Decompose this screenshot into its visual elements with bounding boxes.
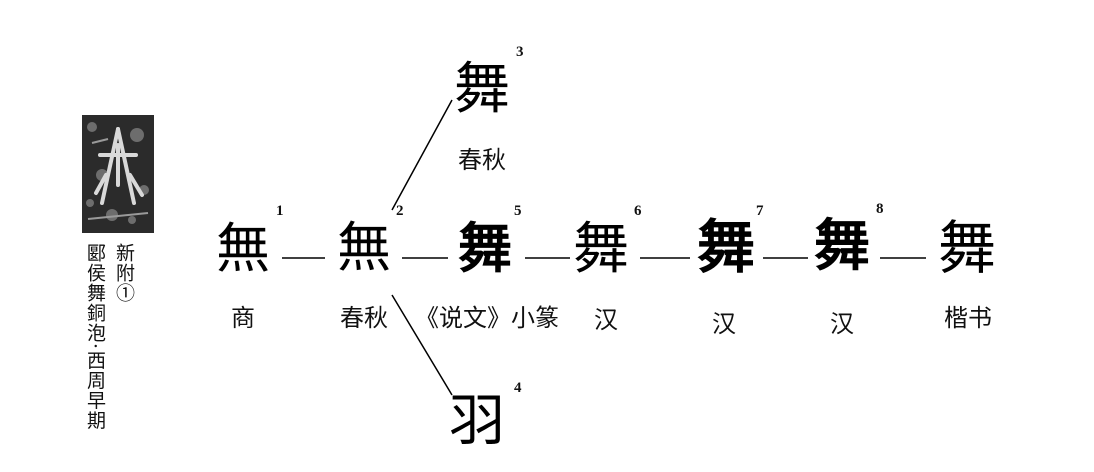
form-number-1: 1: [276, 203, 284, 219]
form-number-2: 2: [396, 203, 404, 219]
form-label-9: 楷书: [944, 304, 992, 332]
glyph-form-7: 舞: [696, 213, 755, 281]
form-number-8: 8: [876, 201, 884, 217]
form-label-1: 商: [231, 304, 255, 332]
glyph-form-5: 舞: [458, 216, 512, 280]
form-label-2: 春秋: [340, 304, 388, 332]
glyph-form-2: 無: [337, 215, 391, 279]
form-number-6: 6: [634, 203, 642, 219]
glyph-form-4: 羽: [449, 388, 505, 454]
form-label-3: 春秋: [458, 146, 506, 174]
glyph-form-1: 無: [216, 216, 270, 280]
form-number-3: 3: [516, 44, 524, 60]
glyph-form-6: 舞: [573, 216, 629, 282]
glyph-form-8: 舞: [814, 213, 870, 279]
form-number-5: 5: [514, 203, 522, 219]
form-label-8: 汉: [830, 310, 854, 338]
form-label-5: 《说文》小篆: [415, 304, 559, 332]
form-label-7: 汉: [712, 310, 736, 338]
form-label-6: 汉: [594, 306, 618, 334]
new-annex-marker: 新附①: [113, 243, 135, 303]
glyph-form-9: 舞: [937, 214, 996, 282]
glyph-form-3: 舞: [454, 56, 510, 122]
form-number-7: 7: [756, 203, 764, 219]
form-number-4: 4: [514, 380, 522, 396]
bronze-rubbing-image: [82, 115, 154, 233]
rubbing-caption: 郾侯舞銅泡·西周早期: [84, 243, 106, 431]
connector-2-4: [391, 294, 453, 396]
connector-2-3: [391, 99, 453, 211]
